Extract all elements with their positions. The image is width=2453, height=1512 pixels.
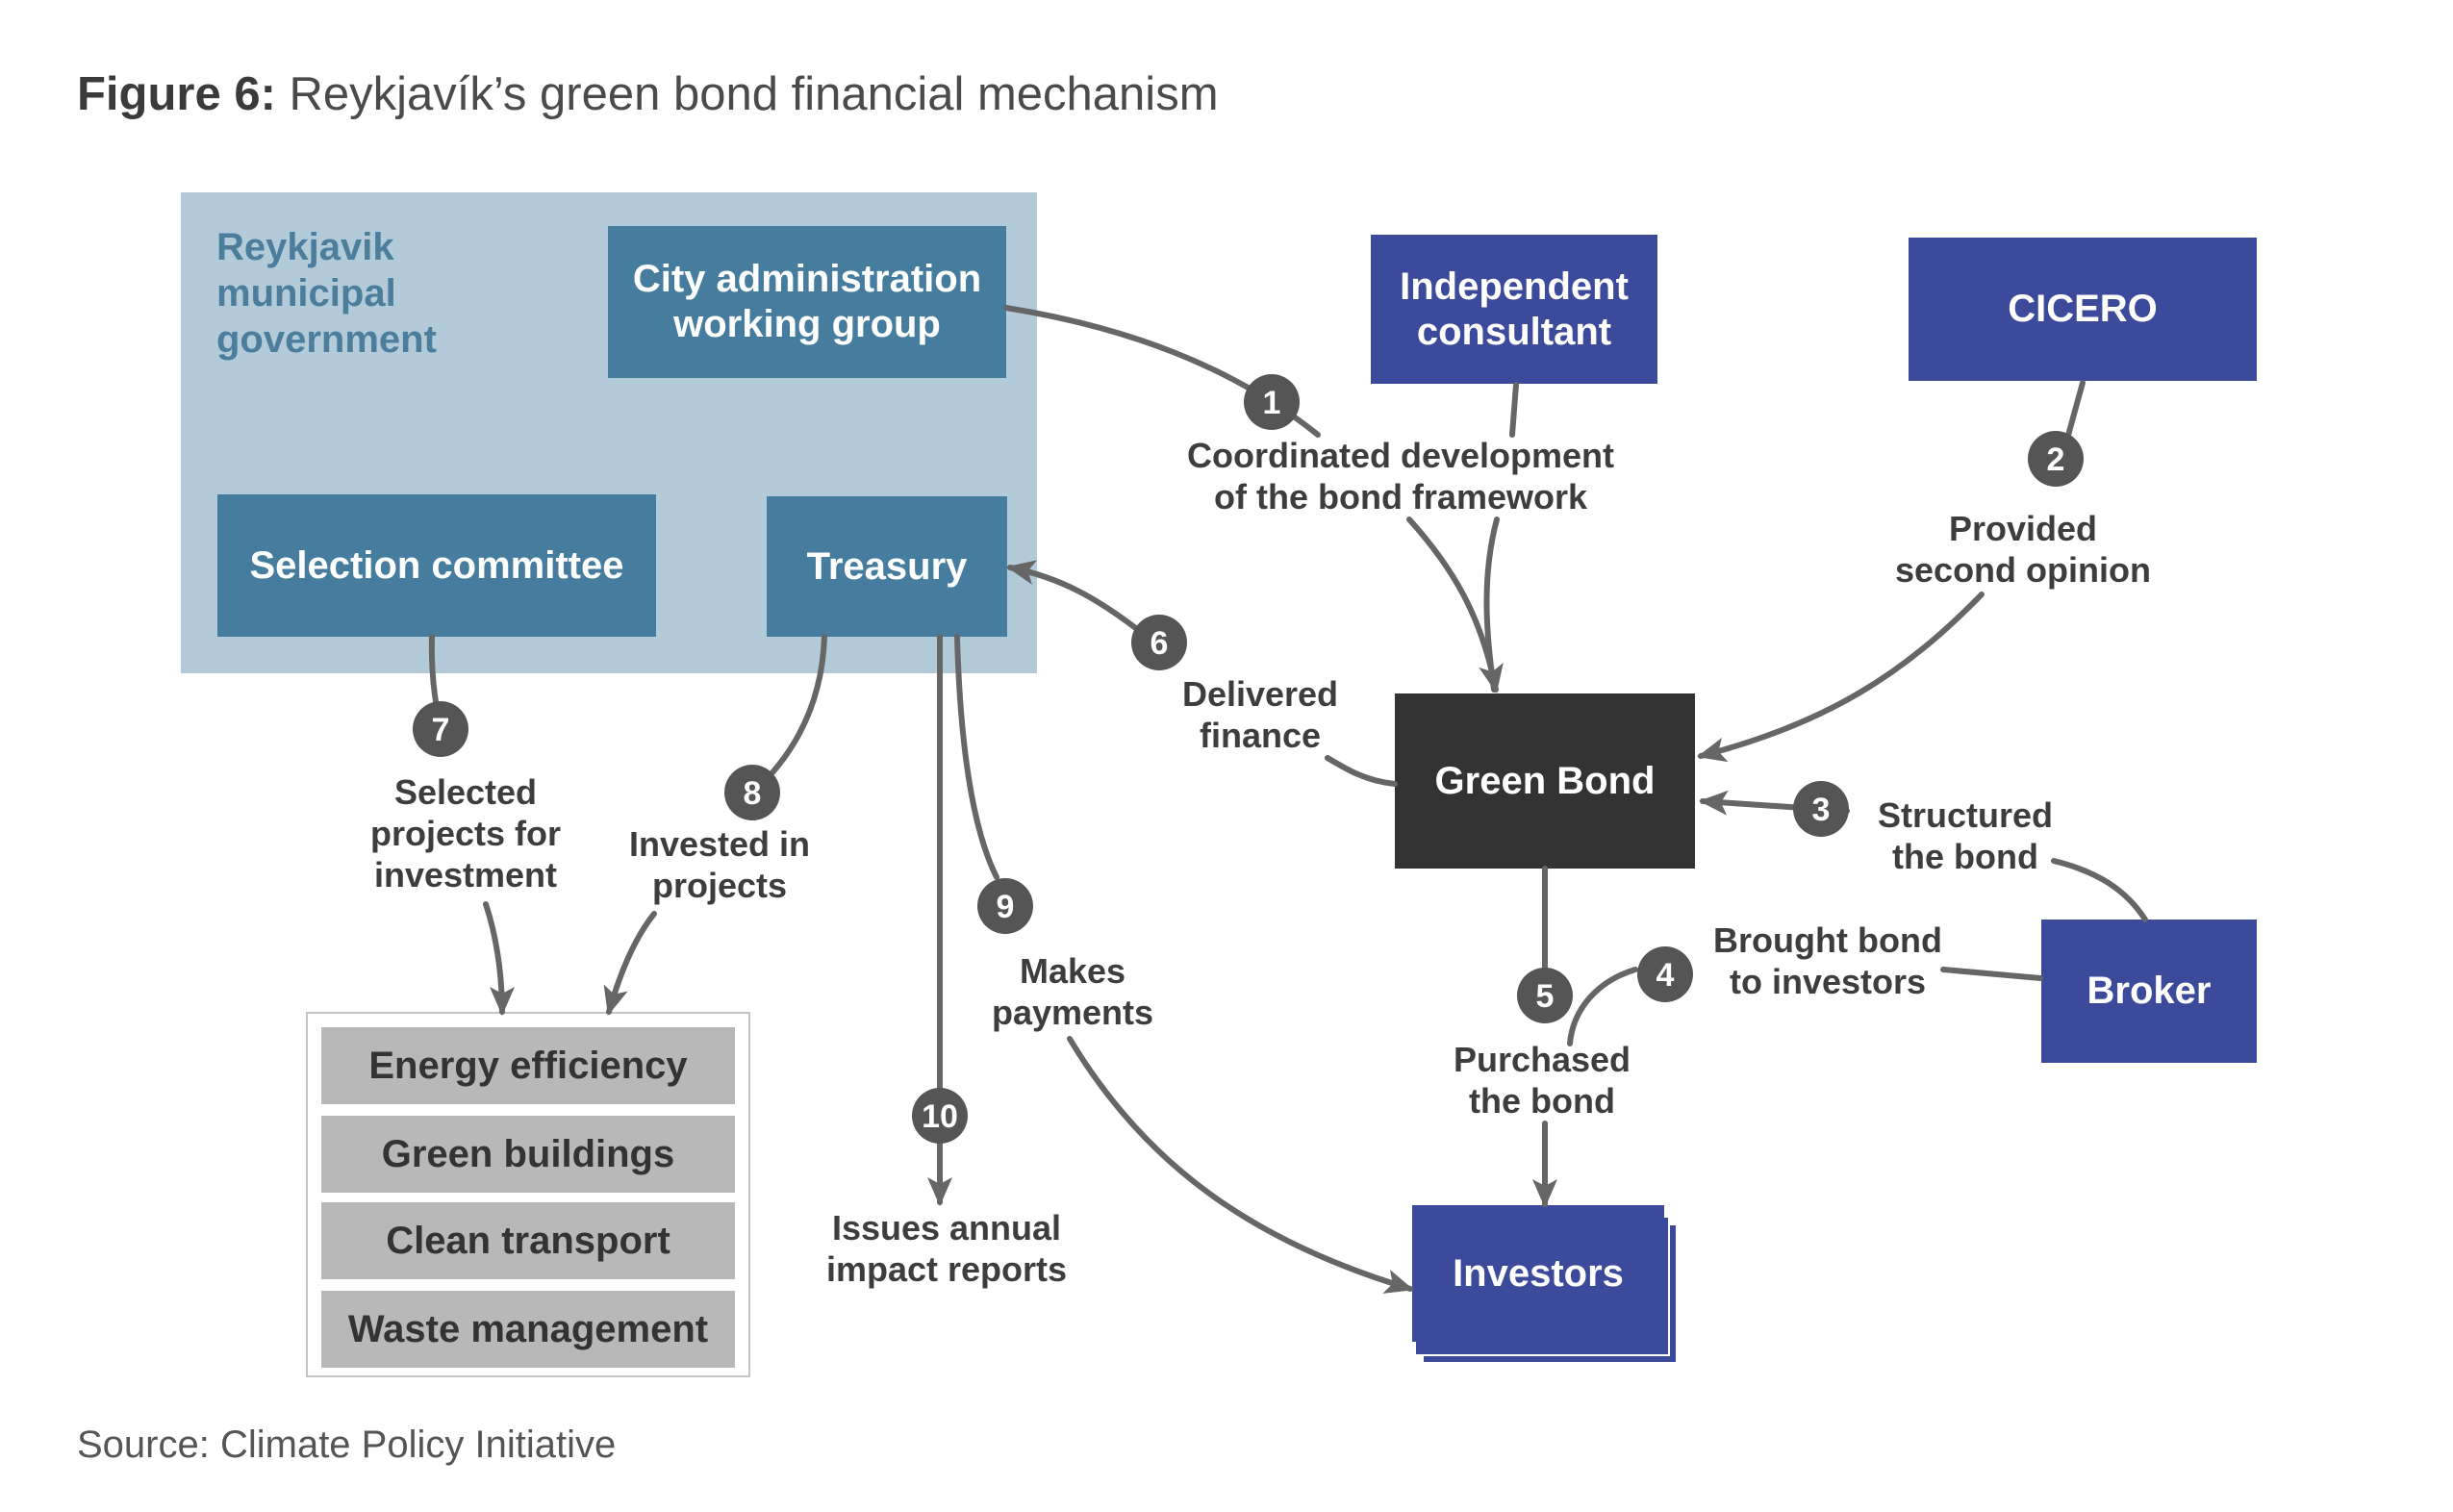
- step-circle-5: 5: [1517, 968, 1573, 1023]
- step-circle-8: 8: [724, 765, 780, 820]
- green-bond-box: Green Bond: [1395, 693, 1695, 869]
- investors-box: Investors: [1412, 1205, 1664, 1342]
- step-num-8: 8: [744, 775, 762, 812]
- arrow-step-4-left: [1567, 967, 1638, 1046]
- selection-committee-label: Selection committee: [249, 543, 624, 587]
- step-circle-6: 6: [1131, 615, 1187, 670]
- arrow-consultant: [1509, 382, 1519, 438]
- selection-committee-box: Selection committee: [217, 494, 656, 637]
- step-circle-1: 1: [1244, 374, 1300, 430]
- step-label-4: Brought bond to investors: [1713, 920, 1942, 1001]
- figure-title: Figure 6: Reykjavík’s green bond financi…: [77, 67, 1219, 121]
- figure-number: Figure 6:: [77, 68, 276, 120]
- step-label-6: Delivered finance: [1181, 674, 1339, 755]
- city-admin-label: City administration working group: [632, 258, 982, 345]
- step-circle-7: 7: [413, 701, 468, 757]
- step-label-9: Makes payments: [991, 951, 1154, 1032]
- step-num-6: 6: [1151, 625, 1169, 662]
- cicero-label: CICERO: [2008, 288, 2158, 330]
- step-circle-3: 3: [1793, 781, 1849, 837]
- broker-box: Broker: [2041, 920, 2257, 1063]
- step-label-3: Structured the bond: [1877, 795, 2054, 876]
- source-note: Source: Climate Policy Initiative: [77, 1424, 617, 1466]
- step-label-1: Coordinated development of the bond fram…: [1186, 436, 1615, 517]
- step-label-8: Invested in projects: [628, 824, 811, 905]
- arrow-step-6-lower: [1325, 755, 1398, 787]
- project-waste-management: Waste management: [321, 1291, 735, 1368]
- step-label-2: Provided second opinion: [1895, 509, 2151, 590]
- figure-title-text: Reykjavík’s green bond financial mechani…: [275, 68, 1219, 120]
- arrow-step-8-upper: [762, 634, 827, 784]
- treasury-box: Treasury: [767, 496, 1007, 637]
- project-energy-efficiency: Energy efficiency: [321, 1027, 735, 1104]
- arrow-step-9-lower: [1067, 1036, 1414, 1294]
- cicero-box: CICERO: [1909, 238, 2257, 381]
- investors-label: Investors: [1453, 1251, 1624, 1295]
- project-clean-transport: Clean transport: [321, 1202, 735, 1279]
- step-label-7: Selected projects for investment: [369, 772, 562, 895]
- treasury-label: Treasury: [806, 544, 968, 588]
- step-circles: 1 2 3 4 5 6 7 8 9 10: [413, 374, 2084, 1144]
- arrow-step-8-lower: [603, 911, 657, 1016]
- independent-consultant-label: Independent consultant: [1400, 265, 1629, 353]
- arrow-step-3-right: [2051, 858, 2148, 922]
- step-num-10: 10: [922, 1098, 958, 1135]
- arrow-consultant-lower: [1483, 517, 1500, 693]
- step-label-5: Purchased the bond: [1453, 1040, 1631, 1121]
- project-green-buildings: Green buildings: [321, 1116, 735, 1193]
- arrow-step-7-lower: [483, 901, 515, 1016]
- step-num-1: 1: [1263, 385, 1281, 421]
- broker-label: Broker: [2086, 970, 2212, 1012]
- arrow-step-4-right: [1940, 967, 2043, 981]
- step-num-7: 7: [432, 712, 450, 748]
- step-label-10: Issues annual impact reports: [825, 1208, 1068, 1289]
- arrow-step-9-upper: [954, 634, 999, 880]
- green-bond-label: Green Bond: [1434, 759, 1656, 802]
- step-num-4: 4: [1656, 957, 1675, 994]
- step-circle-2: 2: [2028, 431, 2084, 487]
- city-admin-working-group-box: City administration working group: [608, 226, 1006, 378]
- step-num-9: 9: [997, 889, 1015, 925]
- step-num-5: 5: [1536, 978, 1555, 1015]
- green-projects-list: Energy efficiency Green buildings Clean …: [306, 1012, 750, 1377]
- step-circle-4: 4: [1637, 946, 1693, 1002]
- arrow-step-1-lower: [1406, 517, 1504, 693]
- arrow-step-2-lower: [1697, 592, 1985, 763]
- step-num-3: 3: [1812, 792, 1831, 828]
- municipal-government-label: Reykjavik municipal government: [216, 226, 437, 361]
- step-circle-10: 10: [912, 1088, 968, 1144]
- arrow-step-6-upper: [1006, 560, 1153, 643]
- step-circle-9: 9: [977, 878, 1033, 934]
- independent-consultant-box: Independent consultant: [1371, 235, 1657, 384]
- step-num-2: 2: [2047, 441, 2065, 478]
